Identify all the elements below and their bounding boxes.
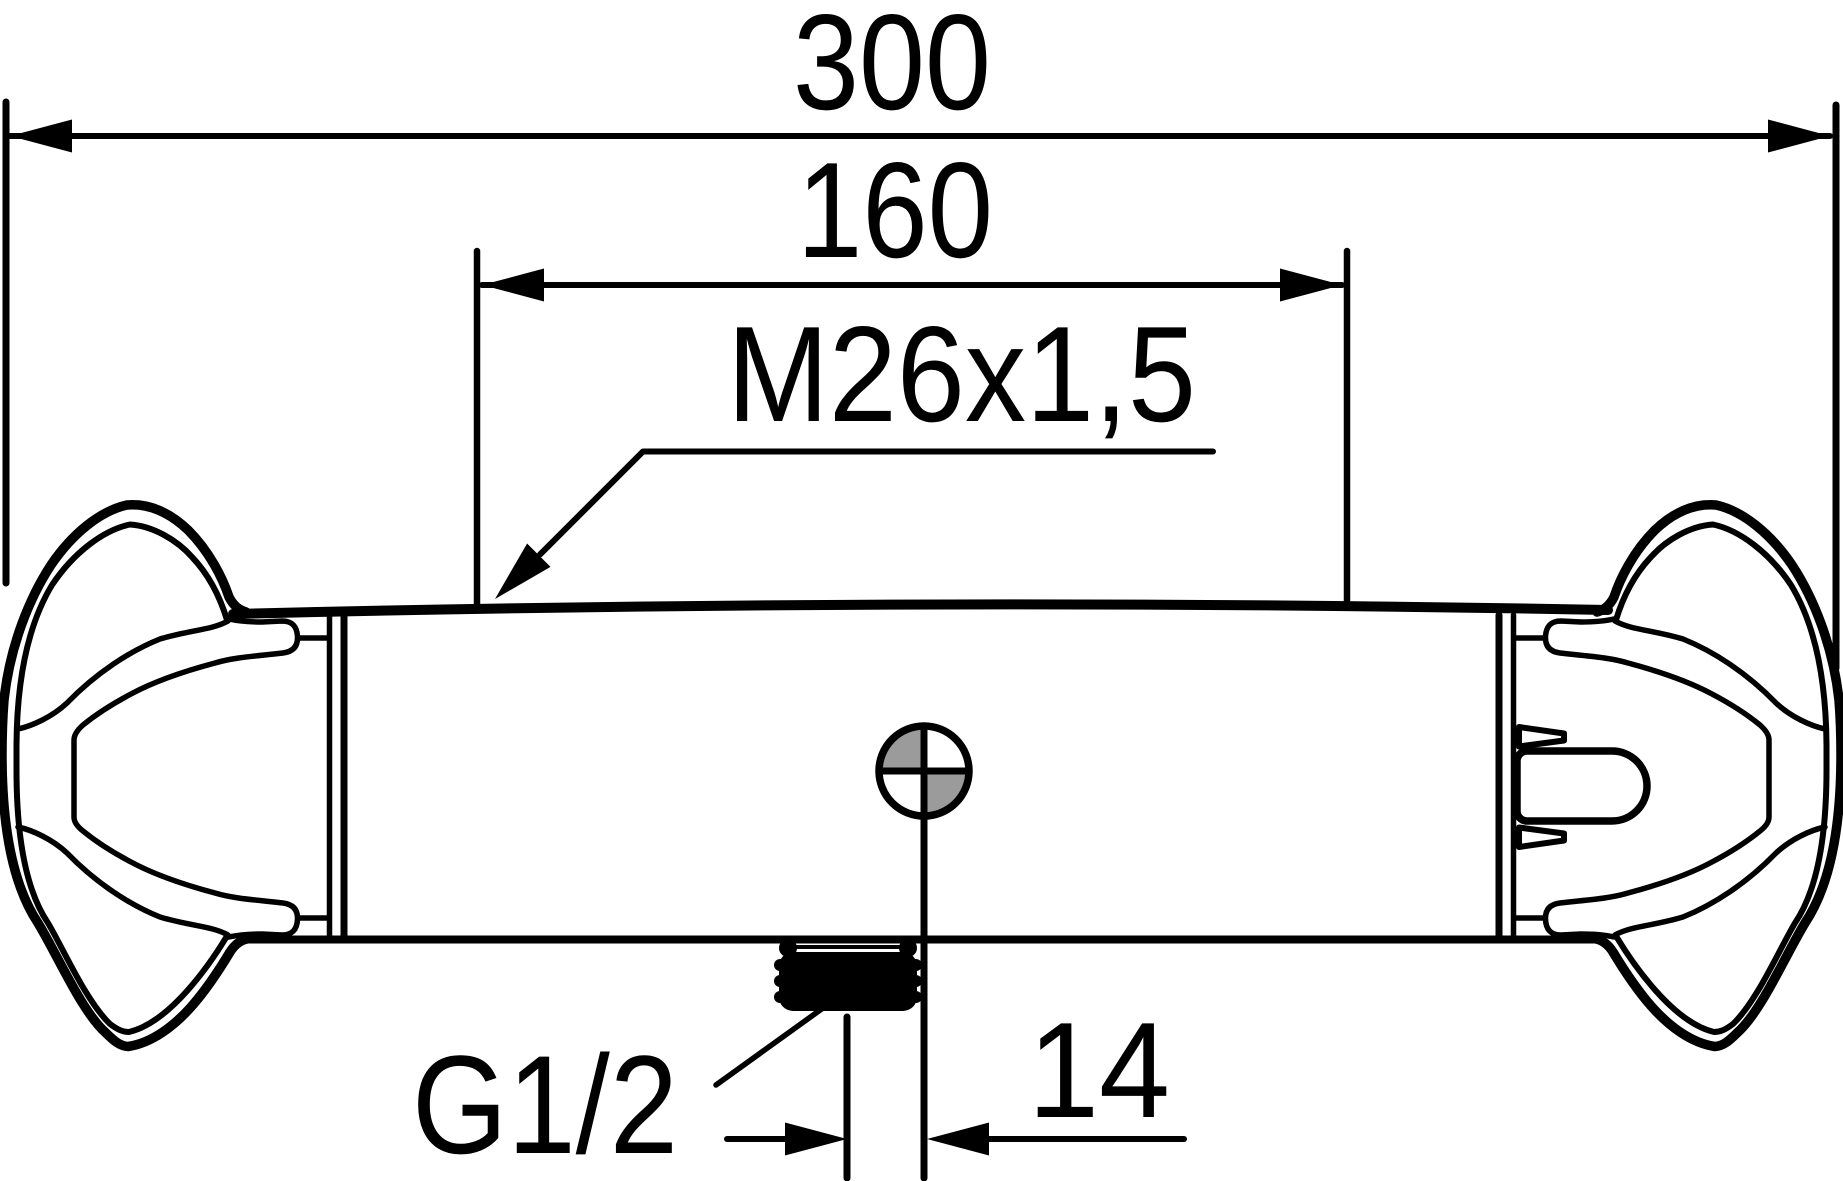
svg-text:160: 160 — [797, 134, 993, 286]
svg-text:14: 14 — [1028, 994, 1170, 1146]
svg-text:G1/2: G1/2 — [412, 1026, 678, 1181]
svg-text:300: 300 — [793, 0, 991, 138]
svg-text:M26x1,5: M26x1,5 — [727, 298, 1196, 450]
